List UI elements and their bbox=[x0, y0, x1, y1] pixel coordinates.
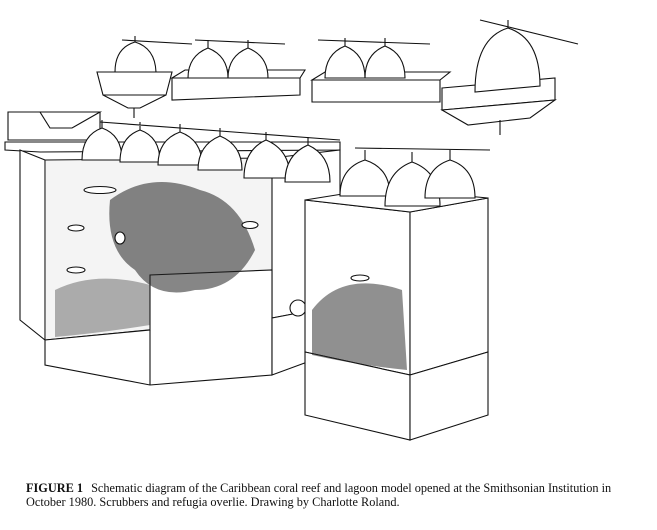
figure-caption-text: Schematic diagram of the Caribbean coral… bbox=[26, 481, 612, 509]
reef-tank bbox=[19, 149, 341, 386]
fish bbox=[83, 185, 117, 195]
fish bbox=[114, 231, 126, 245]
fish bbox=[350, 274, 370, 282]
figure-label: FIGURE 1 bbox=[26, 481, 84, 495]
fish bbox=[66, 266, 86, 274]
upper-scrubber-far-right bbox=[440, 19, 579, 135]
fish bbox=[241, 220, 259, 230]
upper-scrubber-left bbox=[96, 36, 193, 118]
coral-reef-model-diagram bbox=[4, 19, 579, 441]
upper-scrubber-mid bbox=[170, 39, 306, 101]
fish bbox=[67, 224, 85, 232]
lagoon-tank bbox=[304, 147, 491, 441]
upper-scrubber-right bbox=[310, 38, 452, 103]
lamp-row bbox=[81, 120, 341, 183]
